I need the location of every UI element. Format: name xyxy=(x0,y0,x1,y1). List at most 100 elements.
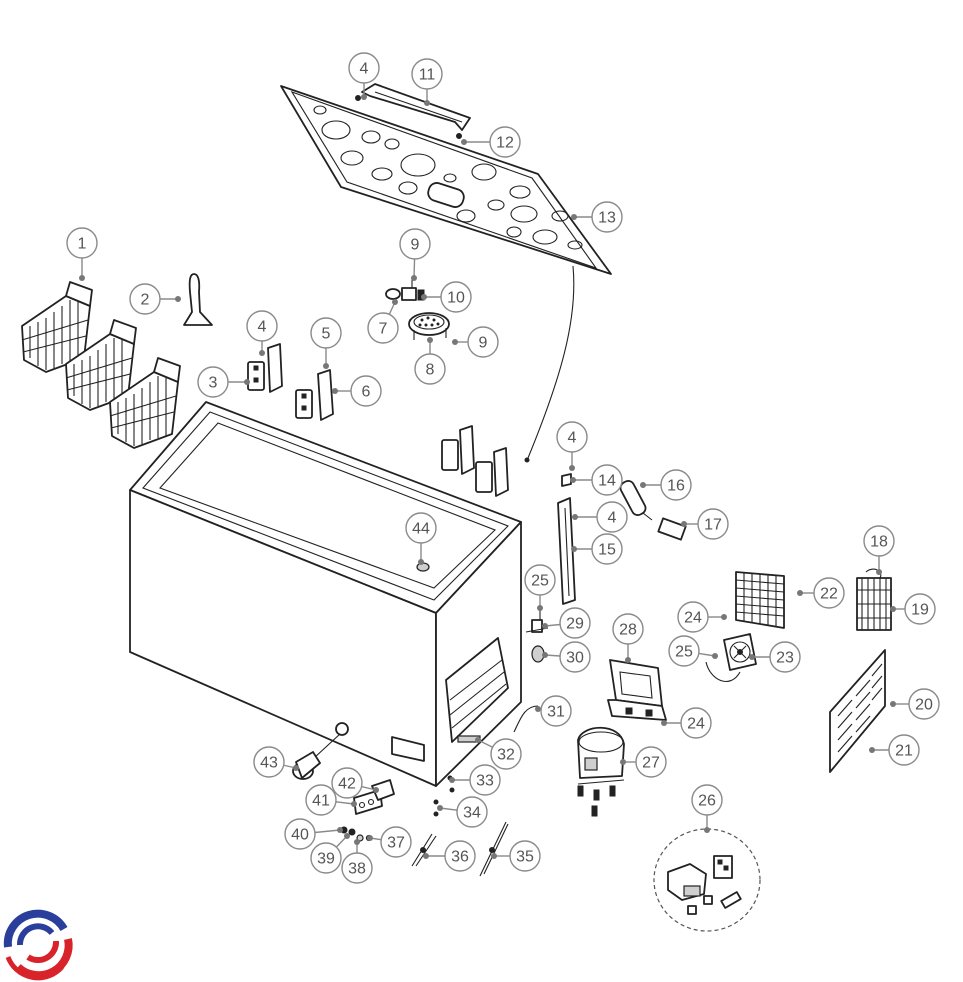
callout-number: 35 xyxy=(516,849,534,866)
compressor-part xyxy=(577,726,625,817)
callout-circle xyxy=(612,613,644,645)
leader-dot xyxy=(712,653,718,659)
callout-circle xyxy=(596,501,628,533)
leader-dot xyxy=(535,706,541,712)
callout-circle xyxy=(444,840,476,872)
callout-number: 15 xyxy=(598,542,616,559)
callout-number: 29 xyxy=(566,616,584,633)
callout-39: 39 xyxy=(310,842,342,874)
leader-dot xyxy=(354,839,360,845)
callout-number: 38 xyxy=(348,861,366,878)
callout-circle xyxy=(348,52,380,84)
callout-number: 25 xyxy=(531,573,549,590)
callout-number: 28 xyxy=(619,622,637,639)
leader-dot xyxy=(175,296,181,302)
callout-circle xyxy=(559,607,591,639)
leader-dot xyxy=(681,521,687,527)
callout-20: 20 xyxy=(908,688,940,720)
callout-circle xyxy=(540,695,572,727)
callout-circle xyxy=(490,738,522,770)
leader-dot xyxy=(337,827,343,833)
callout-24: 24 xyxy=(677,601,709,633)
callout-number: 30 xyxy=(566,650,584,667)
callout-number: 7 xyxy=(379,321,388,338)
callout-circle xyxy=(310,842,342,874)
lamp-assembly-part xyxy=(385,278,450,340)
callout-circle xyxy=(197,366,229,398)
leader-dot xyxy=(625,657,631,663)
leader-dot xyxy=(620,759,626,765)
callout-8: 8 xyxy=(414,353,446,385)
callout-number: 2 xyxy=(141,292,150,309)
callout-circle xyxy=(350,375,382,407)
wire-baskets-part xyxy=(21,281,181,449)
leader-dot xyxy=(542,623,548,629)
evaporator-part xyxy=(856,568,892,631)
leader-dot xyxy=(332,388,338,394)
callout-38: 38 xyxy=(341,852,373,884)
condenser-coil-part xyxy=(735,571,785,629)
leader-dot xyxy=(373,787,379,793)
callout-number: 14 xyxy=(598,473,616,490)
callout-circle xyxy=(559,641,591,673)
leader-dot xyxy=(721,614,727,620)
callout-35: 35 xyxy=(509,840,541,872)
callout-number: 23 xyxy=(776,650,794,667)
callout-34: 34 xyxy=(456,796,488,828)
callout-number: 31 xyxy=(547,704,565,721)
leader-dot xyxy=(640,482,646,488)
callout-number: 3 xyxy=(209,375,218,392)
callout-16: 16 xyxy=(660,469,692,501)
callout-circle xyxy=(341,852,373,884)
leader-dot xyxy=(869,747,875,753)
callout-circle xyxy=(489,126,521,158)
callout-41: 41 xyxy=(305,784,337,816)
callout-9: 9 xyxy=(467,326,499,358)
callout-number: 44 xyxy=(412,521,430,538)
leader-dot xyxy=(542,652,548,658)
callout-25: 25 xyxy=(668,635,700,667)
leader-dot xyxy=(749,654,755,660)
callout-number: 21 xyxy=(895,743,913,760)
callout-circle xyxy=(524,564,556,596)
callout-circle xyxy=(697,508,729,540)
callout-number: 18 xyxy=(870,534,888,551)
callout-number: 16 xyxy=(667,478,685,495)
callout-circle xyxy=(66,227,98,259)
callout-37: 37 xyxy=(380,826,412,858)
callout-number: 6 xyxy=(362,384,371,401)
callout-28: 28 xyxy=(612,613,644,645)
callout-10: 10 xyxy=(440,281,472,313)
callout-circle xyxy=(253,746,285,778)
leader-dot xyxy=(427,337,433,343)
callout-12: 12 xyxy=(489,126,521,158)
callout-number: 4 xyxy=(360,61,369,78)
callout-23: 23 xyxy=(769,641,801,673)
cooling-fan-part xyxy=(705,633,757,683)
callout-number: 42 xyxy=(338,776,356,793)
callout-number: 1 xyxy=(78,236,87,253)
callout-24: 24 xyxy=(680,707,712,739)
callout-circle xyxy=(411,58,443,90)
callout-number: 8 xyxy=(426,362,435,379)
leader-line xyxy=(413,258,416,279)
callout-13: 13 xyxy=(591,201,623,233)
callout-number: 34 xyxy=(463,805,481,822)
callout-number: 4 xyxy=(568,430,577,447)
callout-11: 11 xyxy=(411,58,443,90)
leader-dot xyxy=(704,827,710,833)
callout-14: 14 xyxy=(591,464,623,496)
leader-dot xyxy=(421,294,427,300)
callout-7: 7 xyxy=(367,312,399,344)
callout-number: 24 xyxy=(687,716,705,733)
leader-dot xyxy=(367,835,373,841)
callout-number: 9 xyxy=(479,335,488,352)
callout-number: 19 xyxy=(911,602,929,619)
callout-15: 15 xyxy=(591,533,623,565)
callout-circle xyxy=(556,421,588,453)
lid-cable xyxy=(527,265,575,459)
rear-grille-panel-part xyxy=(829,649,886,773)
leader-dot xyxy=(361,94,367,100)
